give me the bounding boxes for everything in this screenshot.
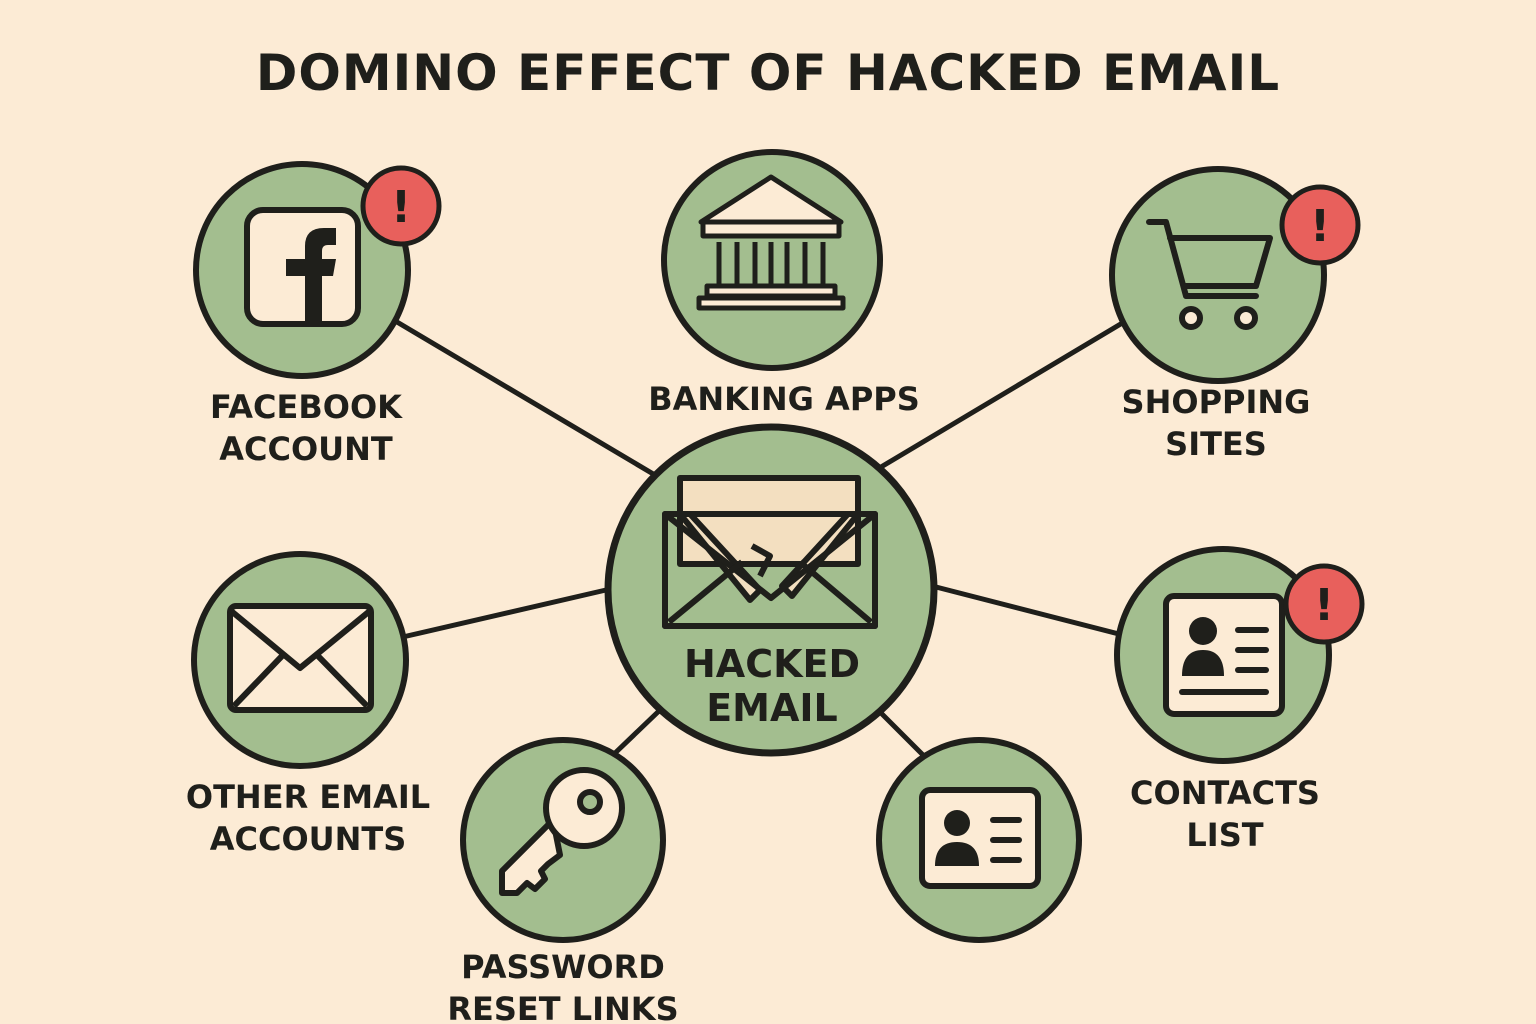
connector-password (610, 707, 663, 758)
alert-symbol: ! (1314, 580, 1334, 631)
id-card-icon (919, 787, 1041, 889)
label-line: OTHER EMAIL (185, 778, 431, 816)
alert-badge-facebook: ! (360, 165, 442, 247)
label-line: ACCOUNTS (209, 820, 407, 858)
alert-symbol: ! (1310, 201, 1330, 252)
label-line: FACEBOOK (210, 388, 402, 426)
bank-icon (696, 174, 846, 311)
connector-shopping (873, 319, 1127, 473)
label-line: SHOPPING (1121, 383, 1311, 421)
diagram-title: DOMINO EFFECT OF HACKED EMAIL (255, 44, 1281, 102)
node-other-email (191, 551, 409, 769)
node-hacked-email (604, 423, 938, 757)
open-envelope-icon (662, 475, 878, 629)
node-shopping: ! (1109, 166, 1361, 384)
node-banking (661, 149, 883, 371)
label-line: SITES (1165, 425, 1267, 463)
node-password (460, 737, 666, 943)
label-line: BANKING APPS (648, 380, 920, 418)
label-line: LIST (1186, 816, 1264, 854)
alert-badge-contacts: ! (1283, 563, 1365, 645)
alert-symbol: ! (391, 182, 411, 233)
center-label: HACKED EMAIL (684, 642, 860, 730)
shopping-cart-icon (1146, 219, 1273, 330)
facebook-icon (244, 207, 361, 327)
node-id-card (876, 737, 1082, 943)
center-label-line1: HACKED (683, 642, 861, 686)
connector-contacts (933, 584, 1122, 637)
label-line: PASSWORD (461, 948, 665, 986)
envelope-icon (227, 603, 374, 713)
label-line: CONTACTS (1130, 774, 1320, 812)
label-line: ACCOUNT (219, 430, 393, 468)
label-other-email-accounts: OTHER EMAIL ACCOUNTS (186, 776, 430, 860)
label-line: RESET LINKS (447, 990, 679, 1024)
label-password-reset-links: PASSWORD RESET LINKS (447, 946, 678, 1024)
connector-facebook (394, 319, 663, 481)
alert-badge-shopping: ! (1279, 184, 1361, 266)
center-label-line2: EMAIL (706, 686, 838, 730)
node-facebook: ! (193, 161, 442, 379)
key-icon (499, 767, 625, 896)
contact-card-icon (1163, 593, 1285, 717)
connector-id-card (875, 707, 926, 758)
node-contacts: ! (1114, 546, 1365, 764)
label-banking-apps: BANKING APPS (648, 378, 920, 420)
label-contacts-list: CONTACTS LIST (1130, 772, 1320, 856)
connector-other-email (404, 587, 609, 639)
label-facebook-account: FACEBOOK ACCOUNT (210, 386, 402, 470)
label-shopping-sites: SHOPPING SITES (1122, 381, 1311, 465)
